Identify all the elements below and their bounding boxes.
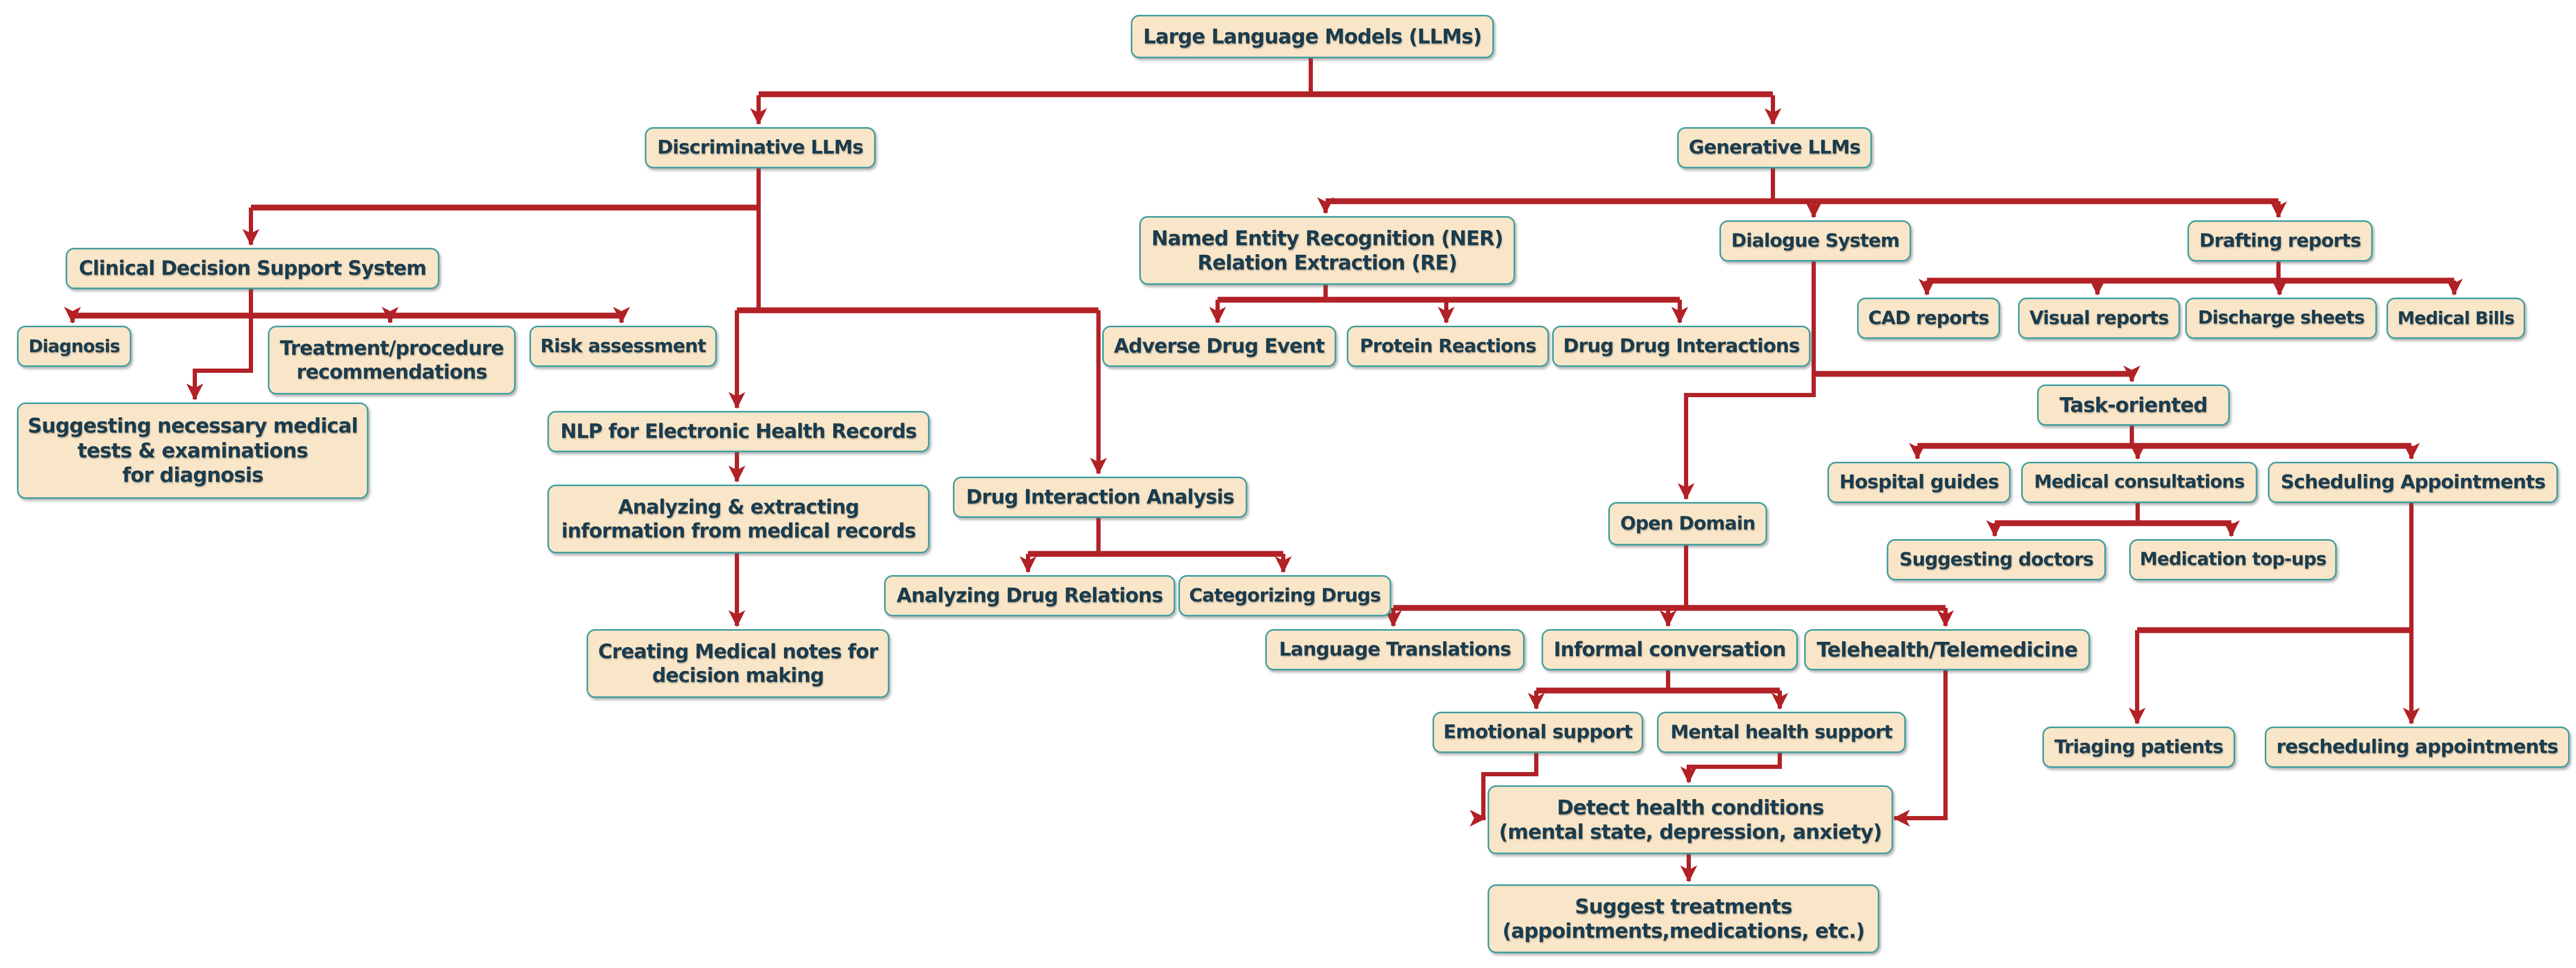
node-medical-consultations-label: Medical consultations: [2034, 471, 2245, 493]
node-medical-bills: Medical Bills: [2386, 298, 2525, 339]
node-diagnosis: Diagnosis: [17, 326, 131, 367]
node-protein-reactions-label: Protein Reactions: [1359, 335, 1536, 357]
node-triaging-patients-label: Triaging patients: [2054, 736, 2224, 758]
node-suggesting-doctors-label: Suggesting doctors: [1899, 549, 2094, 570]
node-suggest-treatments-label: Suggest treatments (appointments,medicat…: [1502, 894, 1865, 943]
node-suggesting-tests-label: Suggesting necessary medical tests & exa…: [28, 414, 358, 487]
node-nlp-ehr: NLP for Electronic Health Records: [547, 411, 930, 452]
node-analyzing-extracting: Analyzing & extracting information from …: [547, 485, 930, 553]
edges-from-open-domain: [1385, 543, 1954, 628]
node-visual-reports: Visual reports: [2018, 298, 2180, 339]
node-creating-medical-notes-label: Creating Medical notes for decision maki…: [598, 640, 878, 687]
node-drug-drug-interactions: Drug Drug Interactions: [1552, 326, 1811, 367]
node-suggesting-tests: Suggesting necessary medical tests & exa…: [17, 402, 368, 499]
node-suggesting-doctors: Suggesting doctors: [1887, 539, 2106, 580]
node-llms: Large Language Models (LLMs): [1131, 15, 1494, 58]
node-telehealth-telemedicine: Telehealth/Telemedicine: [1804, 629, 2090, 670]
node-discharge-sheets-label: Discharge sheets: [2197, 307, 2365, 329]
node-cad-reports-label: CAD reports: [1868, 307, 1989, 329]
node-categorizing-drugs-label: Categorizing Drugs: [1189, 585, 1381, 606]
node-hospital-guides: Hospital guides: [1827, 462, 2011, 503]
node-triaging-patients: Triaging patients: [2042, 727, 2235, 768]
edges-from-dialogue: [1678, 259, 2140, 500]
node-language-translations: Language Translations: [1265, 629, 1525, 670]
edges-from-drafting: [1919, 259, 2463, 296]
node-task-oriented-label: Task-oriented: [2059, 393, 2208, 417]
node-scheduling-appointments: Scheduling Appointments: [2268, 462, 2558, 503]
node-clinical-decision-support-label: Clinical Decision Support System: [78, 257, 427, 280]
node-mental-health-support: Mental health support: [1657, 712, 1906, 753]
node-discriminative-llms-label: Discriminative LLMs: [657, 137, 864, 159]
node-dialogue-system-label: Dialogue System: [1731, 230, 1899, 252]
node-drug-drug-interactions-label: Drug Drug Interactions: [1563, 335, 1800, 357]
node-generative-llms: Generative LLMs: [1677, 127, 1872, 168]
node-analyzing-drug-relations-label: Analyzing Drug Relations: [896, 584, 1164, 607]
node-discharge-sheets: Discharge sheets: [2185, 298, 2377, 339]
node-informal-conversation: Informal conversation: [1542, 629, 1798, 670]
node-dialogue-system: Dialogue System: [1719, 220, 1911, 262]
node-diagnosis-label: Diagnosis: [28, 335, 120, 356]
node-cad-reports: CAD reports: [1857, 298, 2000, 339]
node-ner-re: Named Entity Recognition (NER) Relation …: [1139, 216, 1515, 285]
node-open-domain: Open Domain: [1608, 502, 1767, 545]
edges-from-cdss: [64, 287, 630, 401]
edges-from-discriminative: [242, 166, 1107, 475]
node-creating-medical-notes: Creating Medical notes for decision maki…: [587, 629, 889, 698]
node-emotional-support: Emotional support: [1433, 712, 1643, 753]
node-scheduling-appointments-label: Scheduling Appointments: [2281, 471, 2546, 494]
edges-from-drug-interaction-analysis: [1020, 516, 1292, 573]
edges-from-ner-re: [1209, 283, 1688, 324]
node-medication-top-ups: Medication top-ups: [2129, 539, 2337, 580]
node-adverse-drug-event: Adverse Drug Event: [1102, 326, 1336, 367]
node-treatment-recommendations-label: Treatment/procedure recommendations: [280, 336, 505, 383]
node-informal-conversation-label: Informal conversation: [1553, 638, 1786, 661]
edges-from-llms: [750, 55, 1781, 126]
node-medical-consultations: Medical consultations: [2021, 462, 2257, 503]
node-detect-health-conditions: Detect health conditions (mental state, …: [1488, 785, 1893, 854]
node-risk-assessment-label: Risk assessment: [540, 335, 707, 357]
node-medical-bills-label: Medical Bills: [2397, 307, 2515, 328]
node-protein-reactions: Protein Reactions: [1347, 326, 1549, 367]
node-nlp-ehr-label: NLP for Electronic Health Records: [560, 420, 917, 443]
edges-from-scheduling: [2129, 501, 2420, 725]
node-discriminative-llms: Discriminative LLMs: [645, 127, 876, 168]
node-drafting-reports-label: Drafting reports: [2199, 230, 2362, 252]
node-drug-interaction-analysis-label: Drug Interaction Analysis: [966, 486, 1235, 509]
node-visual-reports-label: Visual reports: [2029, 307, 2169, 329]
node-analyzing-drug-relations: Analyzing Drug Relations: [884, 575, 1175, 616]
node-analyzing-extracting-label: Analyzing & extracting information from …: [561, 495, 916, 542]
node-drafting-reports: Drafting reports: [2187, 220, 2373, 262]
edges-from-task-oriented: [1909, 424, 2420, 460]
edges-from-generative: [1317, 166, 2287, 219]
node-llms-label: Large Language Models (LLMs): [1143, 24, 1482, 48]
edges-from-consultations: [1986, 501, 2240, 537]
node-rescheduling-appointments-label: rescheduling appointments: [2276, 736, 2559, 758]
node-telehealth-telemedicine-label: Telehealth/Telemedicine: [1816, 638, 2078, 661]
node-generative-llms-label: Generative LLMs: [1688, 137, 1861, 159]
node-task-oriented: Task-oriented: [2037, 384, 2230, 426]
node-language-translations-label: Language Translations: [1279, 639, 1511, 661]
edges-into-detect-and-suggest: [1470, 668, 1948, 883]
node-emotional-support-label: Emotional support: [1443, 721, 1633, 743]
node-mental-health-support-label: Mental health support: [1670, 721, 1893, 743]
node-adverse-drug-event-label: Adverse Drug Event: [1114, 335, 1325, 358]
node-open-domain-label: Open Domain: [1620, 513, 1756, 534]
node-medication-top-ups-label: Medication top-ups: [2139, 549, 2327, 570]
node-risk-assessment: Risk assessment: [529, 326, 717, 367]
node-detect-health-conditions-label: Detect health conditions (mental state, …: [1499, 795, 1883, 844]
node-categorizing-drugs: Categorizing Drugs: [1178, 575, 1391, 616]
node-ner-re-label: Named Entity Recognition (NER) Relation …: [1151, 226, 1503, 274]
edges-from-informal-conversation: [1528, 668, 1788, 710]
node-treatment-recommendations: Treatment/procedure recommendations: [268, 326, 516, 395]
node-rescheduling-appointments: rescheduling appointments: [2265, 727, 2570, 768]
node-hospital-guides-label: Hospital guides: [1839, 471, 1999, 494]
node-suggest-treatments: Suggest treatments (appointments,medicat…: [1488, 884, 1879, 953]
node-clinical-decision-support: Clinical Decision Support System: [66, 248, 439, 289]
node-drug-interaction-analysis: Drug Interaction Analysis: [953, 477, 1247, 518]
